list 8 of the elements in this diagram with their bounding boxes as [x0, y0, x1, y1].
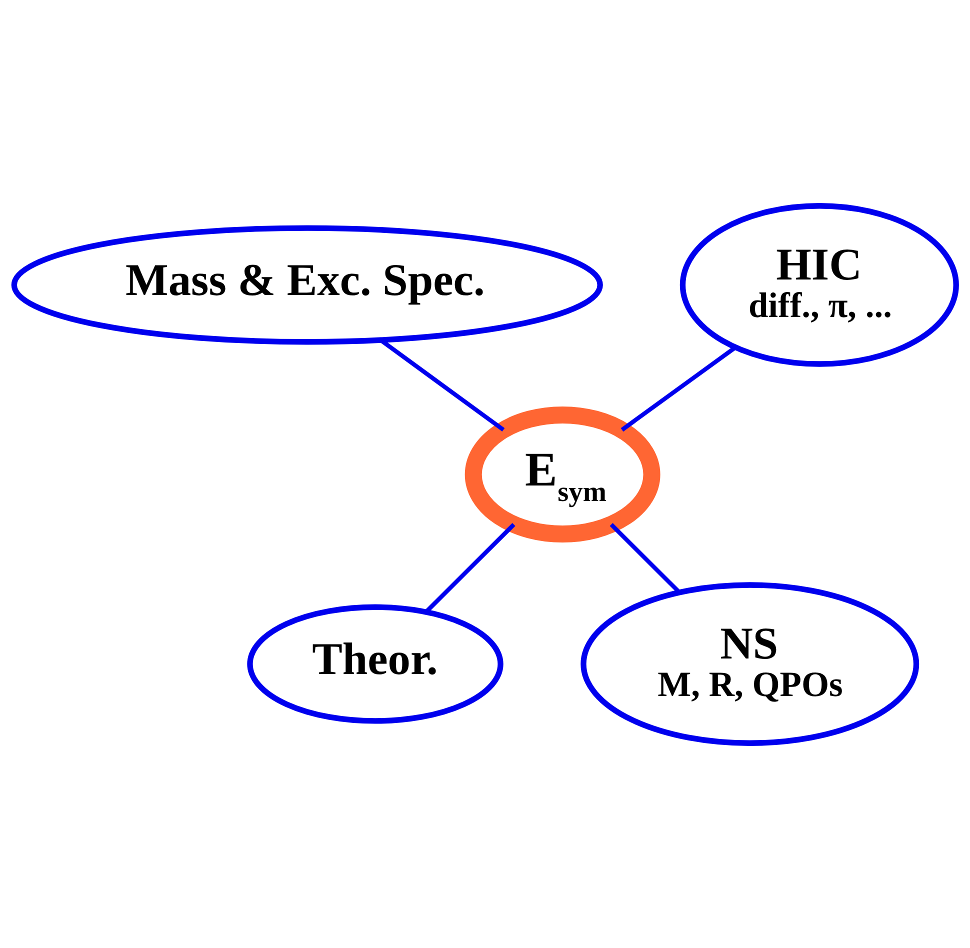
connector [610, 522, 681, 594]
node-ellipse: Mass & Exc. Spec. [11, 224, 603, 344]
node-ellipse: HIC diff., π, ... [680, 202, 959, 366]
node-ellipse: Theor. [247, 604, 504, 724]
node-ellipse: E$_{sym}$ [464, 406, 660, 542]
connector [424, 522, 516, 613]
connector [620, 345, 737, 432]
node-ellipse: NS M, R, QPOs [580, 582, 920, 746]
